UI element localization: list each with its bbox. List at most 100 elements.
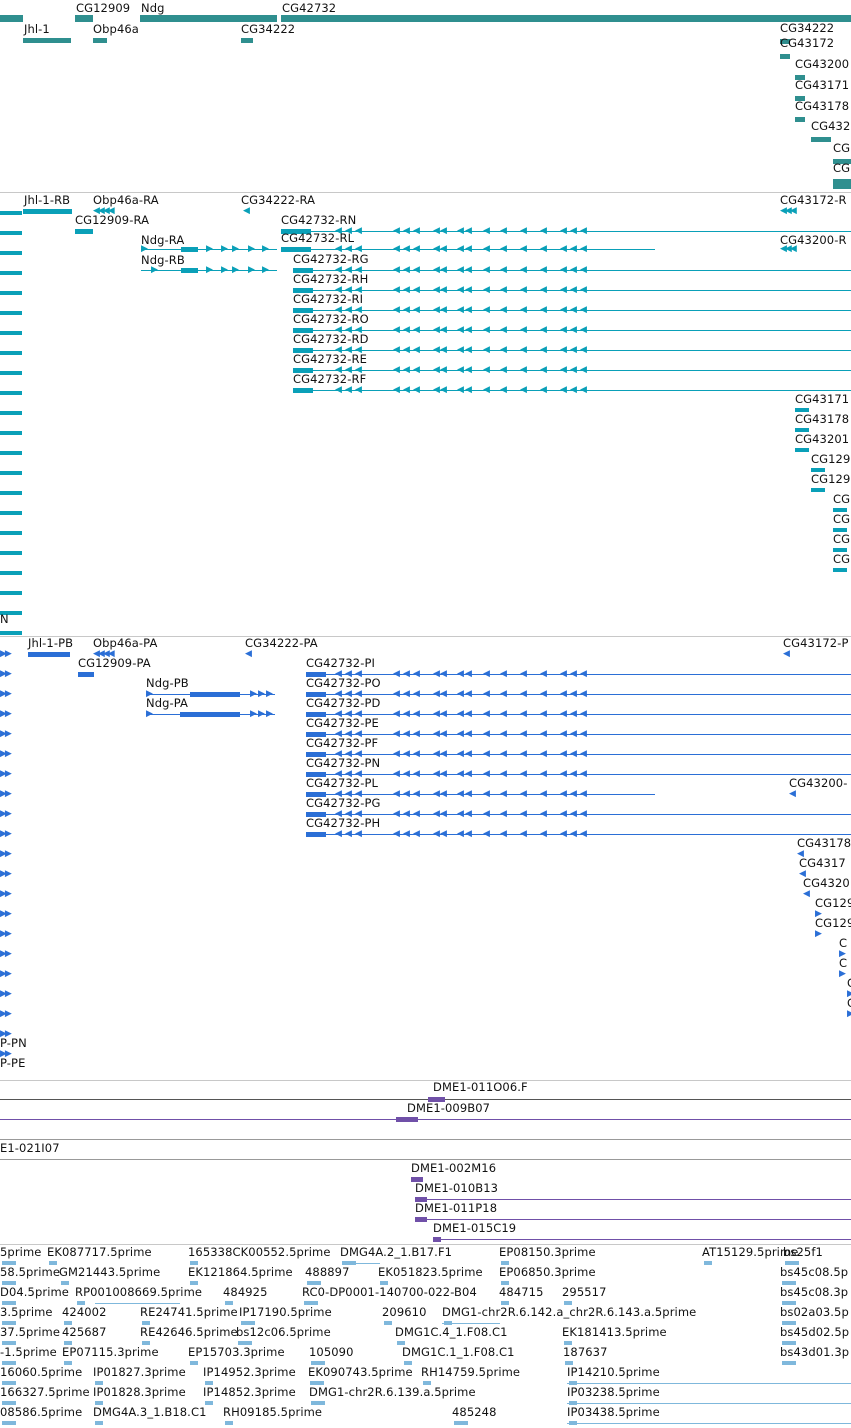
gene-glyph	[780, 54, 790, 59]
strand-arrows: ◀	[465, 365, 472, 375]
est-glyph	[2, 1261, 16, 1265]
feature-label: E1-021I07	[0, 1141, 60, 1155]
intron-line	[141, 270, 277, 271]
est-label: RE24741.5prime	[140, 1305, 238, 1319]
strand-arrows: ◀	[483, 689, 490, 699]
est-glyph	[782, 1341, 796, 1345]
strand-arrows: ◀	[465, 789, 472, 799]
strand-arrows: ◀	[570, 365, 577, 375]
strand-arrows: ◀	[393, 305, 400, 315]
strand-arrows: ◀	[355, 729, 362, 739]
strand-arrows: ◀	[393, 365, 400, 375]
est-glyph	[565, 1361, 573, 1365]
strand-arrows: ◀	[457, 226, 464, 236]
est-label: 58.5prime	[0, 1265, 61, 1279]
gene-label: CG43172	[780, 36, 835, 50]
strand-arrows: ▶	[206, 244, 213, 254]
est-label: bs45c08.3p	[780, 1285, 849, 1299]
strand-arrows: ◀	[433, 829, 440, 839]
strand-arrows: ◀	[413, 809, 420, 819]
strand-arrows: ◀	[440, 669, 447, 679]
strand-arrows: ▶▶	[0, 649, 12, 659]
est-label: bs25f1	[783, 1245, 823, 1259]
feature-label: C	[839, 956, 848, 970]
transcript-glyph	[833, 528, 847, 532]
strand-arrows: ◀	[457, 769, 464, 779]
est-label: 425687	[62, 1325, 107, 1339]
strand-arrows: ◀	[355, 265, 362, 275]
est-glyph	[704, 1261, 712, 1265]
strand-arrows: ◀	[560, 709, 567, 719]
feature-label: DME1-011P18	[415, 1201, 498, 1215]
transcript-glyph	[811, 488, 825, 492]
strand-arrows: ◀	[560, 689, 567, 699]
est-label: bs12c06.5prime	[236, 1325, 331, 1339]
feature-label: P-PE	[0, 1056, 26, 1070]
strand-arrows: ◀	[580, 709, 587, 719]
transcript-edge	[0, 511, 22, 515]
strand-arrows: ◀	[440, 789, 447, 799]
strand-arrows: ◀	[345, 789, 352, 799]
feature-label: CG43178	[795, 412, 850, 426]
clone-glyph	[415, 1197, 427, 1202]
intron-line	[306, 794, 655, 795]
est-glyph	[2, 1281, 16, 1285]
strand-arrows: ◀	[335, 226, 342, 236]
strand-arrows: ▶	[248, 265, 255, 275]
feature-label: CG43201	[795, 432, 850, 446]
est-label: IP17190.5prime	[239, 1305, 332, 1319]
strand-arrows: ◀	[457, 789, 464, 799]
feature-label: N	[0, 612, 9, 626]
transcript-edge	[0, 571, 22, 575]
strand-arrows: ▶	[258, 689, 265, 699]
est-glyph	[77, 1301, 85, 1305]
intron-line	[141, 249, 277, 250]
transcript-edge	[0, 331, 22, 335]
strand-arrows: ◀	[500, 689, 507, 699]
strand-arrows: ◀	[355, 789, 362, 799]
strand-arrows: ▶▶	[0, 1029, 12, 1039]
strand-arrows: ◀	[520, 305, 527, 315]
strand-arrows: ◀	[500, 809, 507, 819]
gene-glyph	[241, 38, 253, 43]
strand-arrows: ◀	[345, 809, 352, 819]
intron-line	[0, 1139, 851, 1140]
strand-arrows: ◀	[393, 789, 400, 799]
strand-arrows: ▶	[221, 244, 228, 254]
feature-label: CG	[833, 492, 851, 506]
est-glyph	[782, 1321, 796, 1325]
strand-arrows: ◀	[580, 305, 587, 315]
est-label: 16060.5prime	[0, 1365, 83, 1379]
strand-arrows: ◀	[345, 829, 352, 839]
est-label: 484925	[223, 1285, 268, 1299]
feature-label: CG34222-RA	[241, 193, 316, 207]
feature-label: CG42732-RO	[293, 312, 369, 326]
strand-arrows: ▶	[839, 969, 846, 979]
est-label: EK121864.5prime	[188, 1265, 293, 1279]
strand-arrows: ◀	[457, 689, 464, 699]
feature-label: C	[839, 936, 848, 950]
strand-arrows: ▶▶	[0, 849, 12, 859]
strand-arrows: ◀	[570, 829, 577, 839]
strand-arrows: ▶	[262, 244, 269, 254]
feature-label: CG42732-RN	[281, 213, 357, 227]
est-glyph	[501, 1281, 509, 1285]
transcript-glyph	[795, 408, 809, 412]
strand-arrows: ◀	[335, 285, 342, 295]
transcript-edge	[0, 251, 22, 255]
strand-arrows: ◀	[393, 749, 400, 759]
strand-arrows: ◀	[457, 244, 464, 254]
gene-glyph	[795, 117, 805, 122]
strand-arrows: ◀	[570, 809, 577, 819]
feature-label: CG129	[815, 896, 851, 910]
feature-label: CG42732-RI	[293, 292, 364, 306]
strand-arrows: ◀	[500, 829, 507, 839]
strand-arrows: ◀	[500, 345, 507, 355]
est-label: bs45d02.5p	[780, 1325, 850, 1339]
est-label: 488897	[305, 1265, 350, 1279]
strand-arrows: ◀	[570, 325, 577, 335]
strand-arrows: ◀	[465, 385, 472, 395]
strand-arrows: ◀	[500, 305, 507, 315]
strand-arrows: ◀	[393, 265, 400, 275]
strand-arrows: ◀	[457, 669, 464, 679]
